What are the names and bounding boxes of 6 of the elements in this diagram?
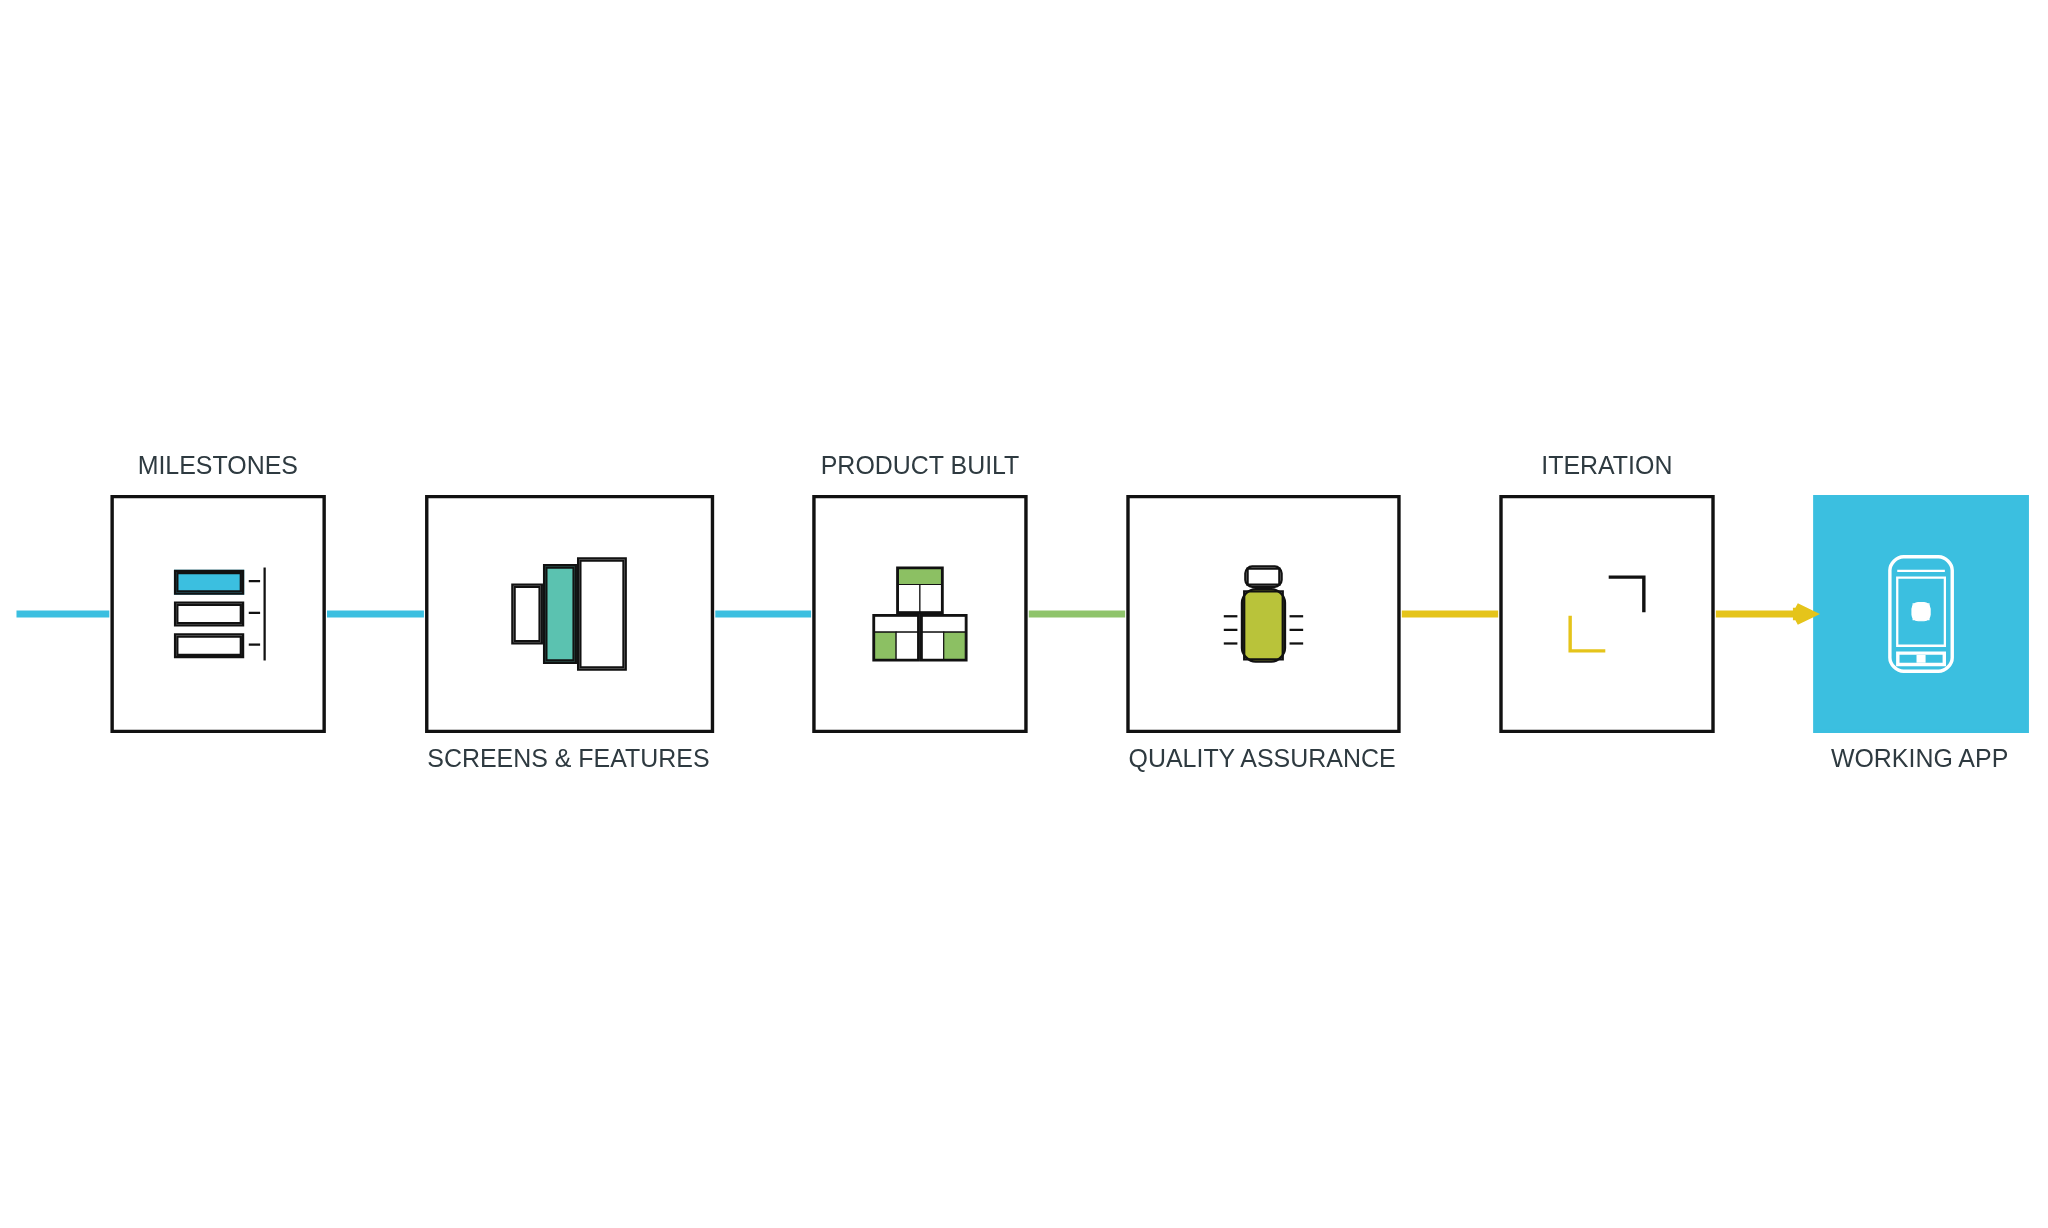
node-label: PRODUCT BUILT	[820, 451, 1020, 480]
node-label: QUALITY ASSURANCE	[1128, 743, 1396, 772]
node-label: MILESTONES	[137, 451, 298, 480]
node-label: WORKING APP	[1830, 743, 2009, 772]
node-label: ITERATION	[1541, 451, 1673, 480]
node-label: SCREENS & FEATURES	[427, 743, 710, 772]
